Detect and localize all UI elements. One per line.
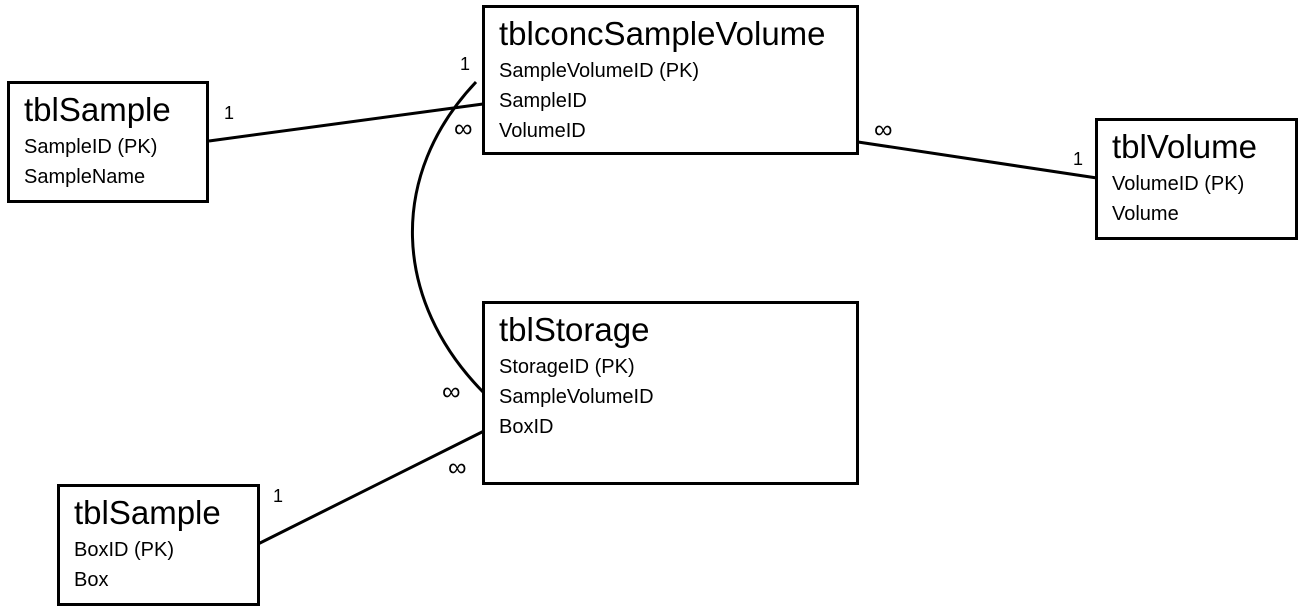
entity-title: tblconcSampleVolume <box>499 15 826 52</box>
cardinality-label: 1 <box>224 103 235 123</box>
entity-title: tblSample <box>74 494 221 531</box>
entity-field: StorageID (PK) <box>499 356 635 378</box>
entity-sample: tblSample SampleID (PK) SampleName <box>7 81 209 203</box>
entity-box: tblSample BoxID (PK) Box <box>57 484 260 606</box>
cardinality-label: ∞ <box>442 376 461 406</box>
entity-field: VolumeID (PK) <box>1112 173 1245 195</box>
entity-title: tblSample <box>24 91 171 128</box>
entity-field: VolumeID <box>499 120 586 142</box>
entity-field: SampleVolumeID (PK) <box>499 60 700 82</box>
relationship-line-conc-storage <box>411 80 486 395</box>
entity-field: Box <box>74 569 109 591</box>
entity-field: BoxID <box>499 416 554 438</box>
entity-field: SampleID <box>499 90 587 112</box>
entity-title: tblVolume <box>1112 128 1257 165</box>
entity-field: SampleID (PK) <box>24 136 158 158</box>
entity-field: Volume <box>1112 203 1179 225</box>
entity-title: tblStorage <box>499 311 650 348</box>
entity-storage: tblStorage StorageID (PK) SampleVolumeID… <box>482 301 859 485</box>
entity-field: SampleName <box>24 166 146 188</box>
entity-field: SampleVolumeID <box>499 386 654 408</box>
cardinality-label: 1 <box>1073 149 1084 169</box>
cardinality-label: ∞ <box>874 114 893 144</box>
entity-conc-sample-volume: tblconcSampleVolume SampleVolumeID (PK) … <box>482 5 859 155</box>
cardinality-label: 1 <box>460 54 471 74</box>
entity-volume: tblVolume VolumeID (PK) Volume <box>1095 118 1298 240</box>
cardinality-label: ∞ <box>448 452 467 482</box>
entity-field: BoxID (PK) <box>74 539 175 561</box>
relationship-line-conc-volume <box>857 140 1098 180</box>
relationship-line-box-storage <box>257 429 485 546</box>
cardinality-label: 1 <box>273 486 284 506</box>
cardinality-label: ∞ <box>454 113 473 143</box>
relationship-line-sample-conc <box>208 102 484 143</box>
